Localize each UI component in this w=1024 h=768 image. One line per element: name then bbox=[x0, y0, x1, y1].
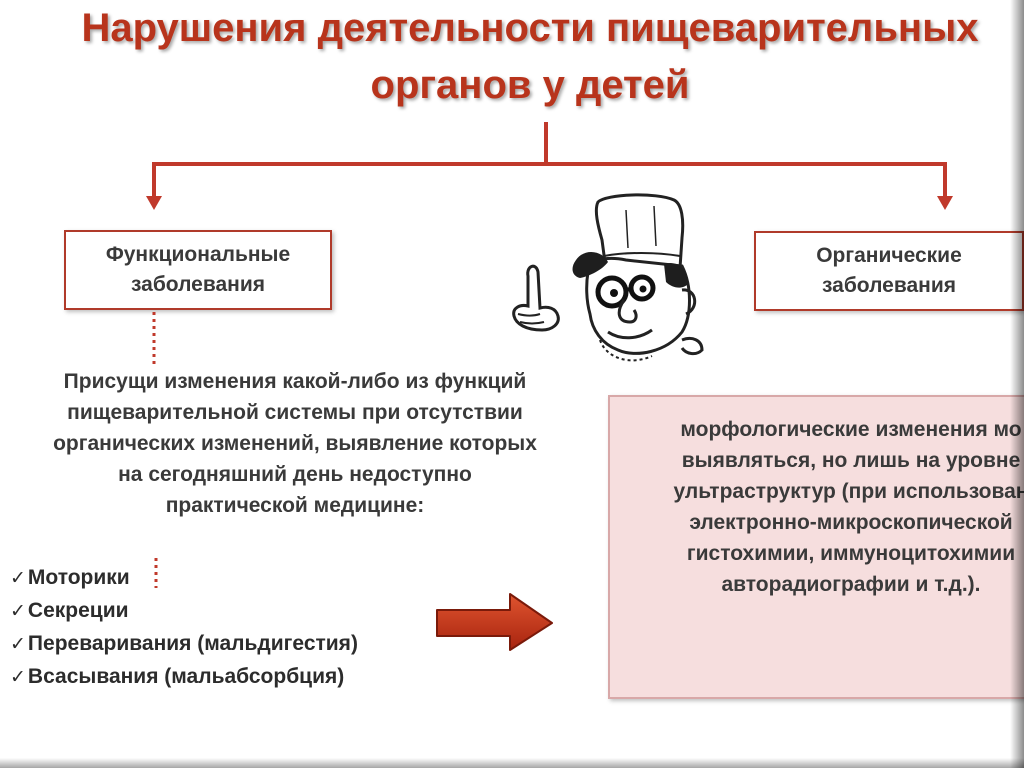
checkmark-icon: ✓ bbox=[10, 667, 26, 688]
bottom-edge-shadow bbox=[0, 758, 1024, 768]
slide-title-line-1: Нарушения деятельности пищеварительных bbox=[81, 6, 979, 50]
list-item: ✓ Моторики bbox=[10, 562, 358, 595]
organic-diseases-line-2: заболевания bbox=[821, 274, 957, 297]
list-item-label: Переваривания (мальдигестия) bbox=[27, 632, 358, 655]
organic-line-1: морфологические изменения мо bbox=[680, 418, 1022, 441]
organic-line-4: электронно-микроскопической bbox=[689, 511, 1013, 534]
organic-line-5: гистохимии, иммуноцитохимии bbox=[686, 542, 1016, 565]
organic-description: морфологические изменения мо выявляться,… bbox=[616, 414, 1024, 600]
dotted-connector-checklist bbox=[154, 558, 158, 588]
doctor-illustration bbox=[512, 193, 704, 362]
functional-diseases-line-2: заболевания bbox=[130, 273, 266, 296]
description-line-3: органических изменений, выявление которы… bbox=[53, 432, 537, 455]
right-arrow-icon bbox=[436, 593, 553, 651]
functional-description: Присущи изменения какой-либо из функций … bbox=[10, 366, 580, 521]
checkmark-icon: ✓ bbox=[10, 634, 26, 655]
right-edge-shadow bbox=[1010, 0, 1024, 768]
functional-diseases-box: Функциональные заболевания bbox=[64, 230, 332, 310]
list-item-label: Всасывания (мальабсорбция) bbox=[27, 665, 345, 688]
organic-line-6: авторадиографии и т.д.). bbox=[721, 573, 981, 596]
dotted-connector-functional bbox=[152, 312, 156, 368]
organic-diseases-box: Органические заболевания bbox=[754, 231, 1024, 311]
list-item: ✓ Всасывания (мальабсорбция) bbox=[10, 661, 358, 694]
functional-diseases-line-1: Функциональные bbox=[105, 243, 291, 266]
description-line-1: Присущи изменения какой-либо из функций bbox=[63, 370, 527, 393]
organic-line-3: ультраструктур (при использован bbox=[673, 480, 1024, 503]
organic-diseases-line-1: Органические bbox=[816, 244, 962, 267]
description-line-5: практической медицине: bbox=[165, 494, 425, 517]
slide-title: Нарушения деятельности пищеварительных о… bbox=[0, 0, 1024, 114]
organic-description-panel bbox=[608, 395, 1024, 699]
list-item: ✓ Секреции bbox=[10, 595, 358, 628]
checkmark-icon: ✓ bbox=[10, 601, 26, 622]
description-line-4: на сегодняшний день недоступно bbox=[118, 463, 472, 486]
list-item: ✓ Переваривания (мальдигестия) bbox=[10, 628, 358, 661]
list-item-label: Секреции bbox=[27, 599, 129, 622]
checkmark-icon: ✓ bbox=[10, 568, 26, 589]
description-line-2: пищеварительной системы при отсутствии bbox=[67, 401, 523, 424]
function-checklist: ✓ Моторики ✓ Секреции ✓ Переваривания (м… bbox=[10, 562, 358, 694]
organic-line-2: выявляться, но лишь на уровне bbox=[681, 449, 1021, 472]
slide-title-line-2: органов у детей bbox=[370, 63, 690, 107]
list-item-label: Моторики bbox=[27, 566, 130, 589]
